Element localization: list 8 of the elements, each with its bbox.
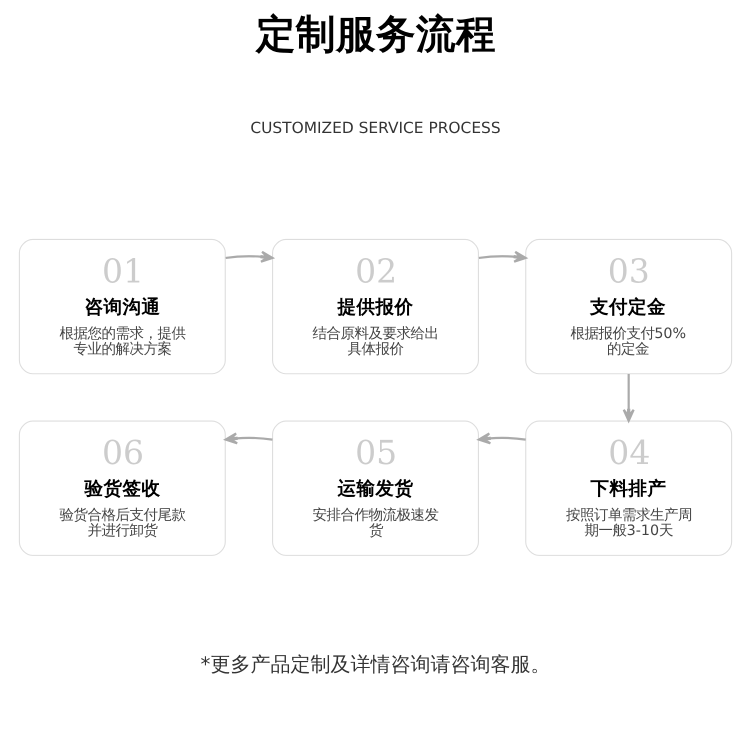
arrow	[477, 432, 526, 444]
label: CUSTOMIZED SERVICE PROCESS	[250, 118, 500, 137]
diagram-title: 定制服务流程	[256, 12, 496, 58]
arrow	[224, 432, 272, 444]
label: *更多产品定制及详情咨询请咨询客服。	[200, 652, 550, 676]
arrow	[622, 374, 634, 422]
arrow	[225, 250, 274, 263]
arrow	[478, 250, 526, 263]
